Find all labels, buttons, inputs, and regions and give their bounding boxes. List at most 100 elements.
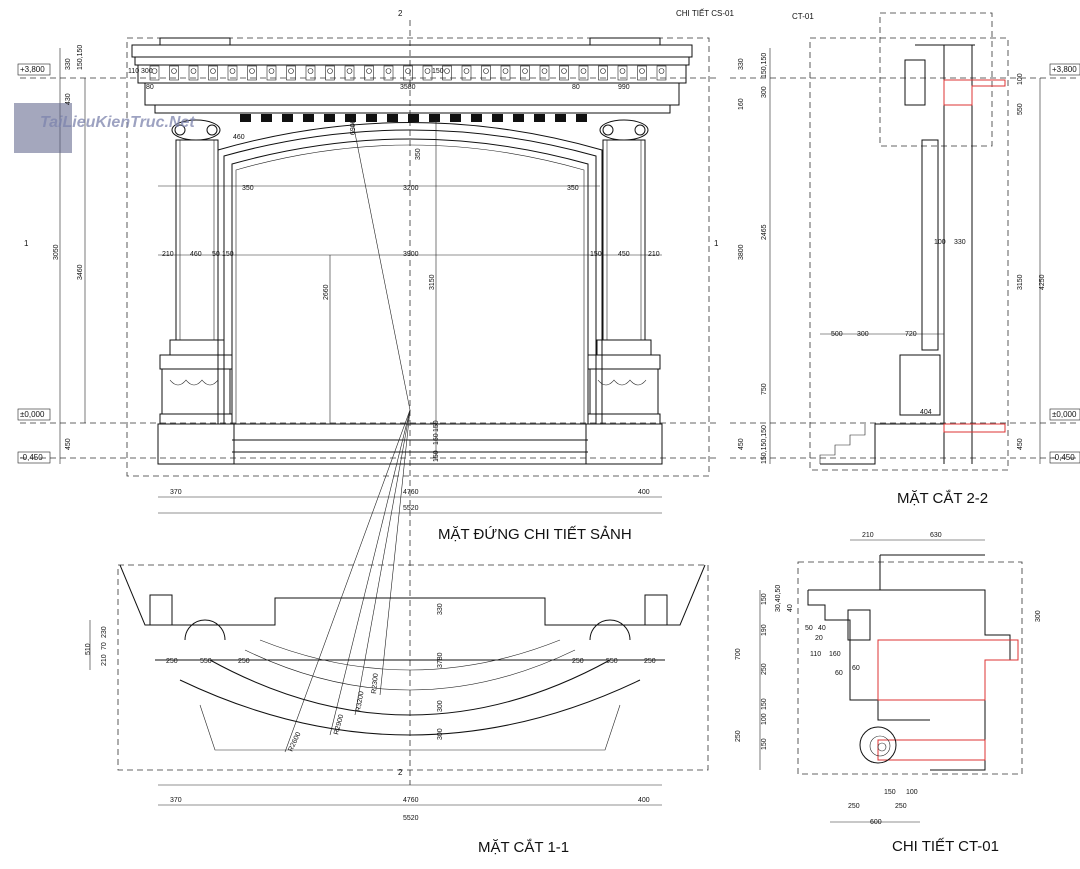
dentil-row [149, 65, 667, 81]
dim-label: 190 [761, 624, 768, 636]
dim-label: 350 [415, 148, 422, 160]
dentil [559, 65, 569, 81]
dentil-dot [463, 68, 470, 74]
dim-label: 150,150 [761, 53, 768, 78]
dim-label: 150 [761, 738, 768, 750]
dim-label: 5520 [403, 815, 419, 822]
dentil [383, 65, 394, 81]
dentil-dot [210, 68, 216, 74]
dim-label: 250 [895, 803, 907, 810]
dentil-dot [444, 68, 450, 74]
modillion [261, 114, 272, 122]
dim-label: R2900 [333, 714, 345, 736]
dentil-dot [327, 68, 333, 74]
modillion [555, 114, 566, 122]
dentil [656, 65, 667, 81]
dim-label: 4760 [403, 797, 419, 804]
dim-label: 100 [1017, 73, 1024, 85]
dim-label: 300 [761, 86, 768, 98]
arch-frame [158, 122, 662, 465]
detail-ct01-dimensions: 210 630 700 150 30,40,50 40 190 250 150 … [735, 532, 1042, 826]
dim-label: 370 [170, 797, 182, 804]
dentil-dot [405, 68, 411, 74]
detail-ct01-view [759, 539, 1023, 823]
dentil-dot [658, 68, 665, 74]
watermark-text: TaiLieuKienTruc.Net [40, 114, 195, 131]
modillion [534, 114, 545, 122]
dim-label: 80 [572, 84, 580, 91]
dim-label: 450 [1017, 438, 1024, 450]
dim-label: 3150 [1017, 274, 1024, 290]
modillion [387, 114, 398, 122]
dentil-dot [288, 68, 294, 74]
dim-label: 550 [200, 658, 212, 665]
dim-label: 350 [242, 185, 254, 192]
title-detail-ct01: CHI TIẾT CT-01 [892, 838, 999, 855]
left-column [157, 119, 235, 465]
dim-label: 210 [648, 251, 660, 258]
dim-label: 150 [590, 251, 602, 258]
dim-label: 5520 [403, 505, 419, 512]
dim-label: 100 [906, 789, 918, 796]
dentil [227, 65, 238, 81]
dentil [188, 65, 199, 81]
dim-label: 3200 [403, 185, 419, 192]
dentil [442, 65, 452, 81]
dim-label: R2600 [287, 731, 302, 753]
dim-label: 300 [437, 700, 444, 712]
dim-label: 110 [128, 68, 139, 75]
dim-label: 3150 [429, 274, 436, 290]
dim-label: 3900 [403, 251, 419, 258]
dentil-dot [483, 68, 489, 74]
dim-label: 150 [433, 420, 440, 432]
dentil-dot [619, 68, 626, 74]
dentil-dot [171, 68, 177, 74]
dim-label: 2660 [323, 284, 330, 300]
section-1-1-view [89, 560, 709, 806]
dentil-dot [385, 68, 392, 74]
modillion [240, 114, 251, 122]
dentil-dot [580, 68, 587, 74]
dim-label: 330 [954, 239, 966, 246]
dim-label: 404 [920, 409, 932, 416]
section-mark-1-left: 1 [24, 239, 29, 248]
dentil-dot [639, 68, 645, 74]
dim-label: 150 [432, 68, 444, 75]
dim-label: 80 [146, 84, 154, 91]
modillion [576, 114, 587, 122]
dim-label: 330 [65, 58, 72, 70]
dim-label: 50 [805, 625, 813, 632]
dentil-dot [600, 68, 606, 74]
dentil [286, 65, 296, 81]
dim-label: 250 [238, 658, 250, 665]
dim-label: 350 [567, 185, 579, 192]
dim-label: 30,40,50 [775, 585, 782, 612]
dim-label: 50 [212, 251, 220, 258]
dim-label: 450 [65, 438, 72, 450]
dim-label: 20 [815, 635, 823, 642]
dim-label: 330 [738, 58, 745, 70]
dim-label: 150 [222, 251, 234, 258]
dim-label: 450 [738, 438, 745, 450]
dim-label: 330 [437, 603, 444, 615]
right-column [585, 119, 663, 465]
dim-label: 250 [761, 663, 768, 675]
dim-label: 500 [831, 331, 843, 338]
dim-label: 720 [905, 331, 917, 338]
dentil [266, 65, 277, 81]
dim-label: 150 [884, 789, 896, 796]
modillion [429, 114, 440, 122]
dim-label: 550 [606, 658, 618, 665]
level-minus450-left: -0,450 [20, 453, 43, 462]
section-mark-1-right: 1 [714, 239, 719, 248]
title-section-2-2: MẶT CẮT 2-2 [897, 489, 988, 507]
modillion [324, 114, 335, 122]
dim-label: 630 [930, 532, 942, 539]
dentil-dot [541, 68, 548, 74]
dim-label: 210 [862, 532, 874, 539]
modillion [450, 114, 461, 122]
modillion-row [240, 114, 587, 122]
section-mark-2-bottom: 2 [398, 768, 403, 777]
dim-label: 2465 [761, 224, 768, 240]
